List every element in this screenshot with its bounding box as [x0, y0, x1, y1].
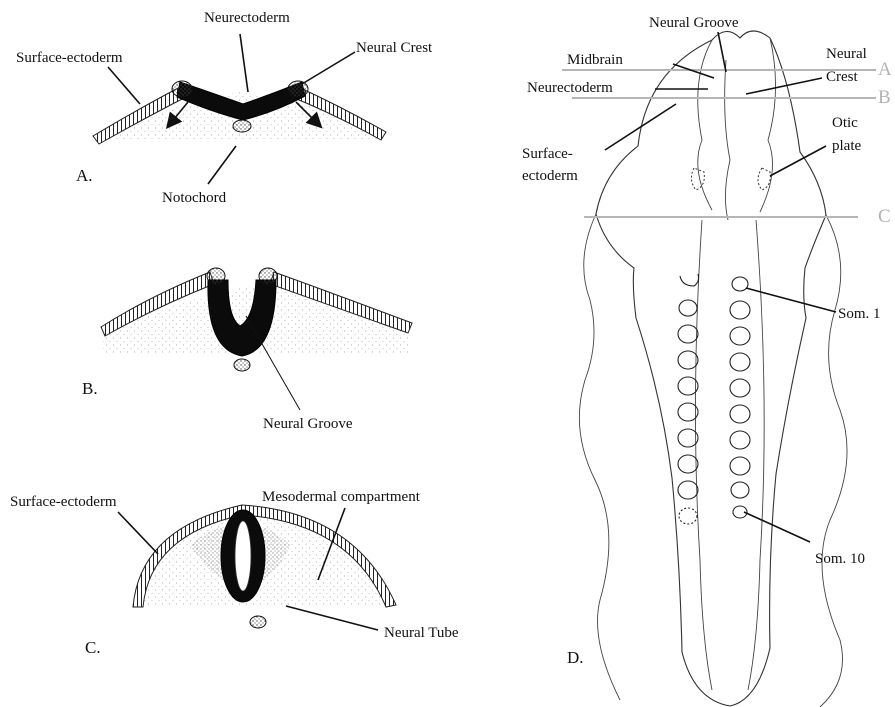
panel-d-leader-otic-plate: [770, 146, 826, 176]
panel-c: Surface-ectoderm Mesodermal compartment …: [10, 489, 459, 657]
panel-d-label-neural-crest-line2: Crest: [826, 69, 858, 85]
somite-right-5: [730, 379, 750, 397]
somite-left-8: [678, 455, 698, 473]
panel-d-neural-groove-line: [725, 60, 730, 220]
somite-left-6: [678, 403, 698, 421]
panel-a-label-surface-ectoderm: Surface-ectoderm: [16, 50, 123, 66]
panel-b-neural-crest-right: [259, 268, 277, 284]
somite-left-1: [680, 274, 699, 286]
somite-left-5: [678, 377, 698, 395]
somite-right-4: [730, 353, 750, 371]
somite-left-7: [678, 429, 698, 447]
panel-c-label-surface-ectoderm: Surface-ectoderm: [10, 494, 117, 510]
somite-right-6: [730, 405, 750, 423]
somite-left-2: [679, 300, 697, 316]
panel-d-leader-neural-groove: [718, 32, 726, 72]
panel-d-letter: D.: [567, 648, 584, 667]
panel-d-membrane-left: [579, 214, 620, 700]
panel-d-section-marker-a: A: [878, 59, 892, 80]
somite-left-4: [678, 351, 698, 369]
panel-d-section-marker-b: B: [878, 87, 891, 108]
panel-a-label-notochord: Notochord: [162, 190, 227, 206]
panel-a-label-neural-crest: Neural Crest: [356, 40, 433, 56]
somite-right-2: [730, 301, 750, 319]
panel-d-otic-plate-left: [691, 168, 704, 190]
panel-d-leader-somite-10: [744, 512, 810, 542]
panel-d-leader-neural-crest: [746, 78, 822, 94]
panel-c-label-neural-tube: Neural Tube: [384, 625, 459, 641]
panel-c-notochord: [250, 616, 266, 628]
panel-a-leader-notochord: [208, 146, 236, 184]
panel-d: A B C Neural Groove Midbrain Neural Cres…: [522, 15, 892, 707]
somite-left-10: [679, 508, 697, 524]
panel-b-label-neural-groove: Neural Groove: [263, 416, 353, 432]
panel-b-letter: B.: [82, 379, 98, 398]
panel-d-embryo-outline: [596, 31, 826, 706]
panel-d-leader-somite-1: [746, 288, 836, 312]
panel-d-label-surface-ectoderm-line1: Surface-: [522, 146, 573, 162]
panel-d-label-surface-ectoderm-line2: ectoderm: [522, 168, 578, 184]
somite-right-9: [731, 482, 749, 498]
somite-left-9: [678, 481, 698, 499]
panel-d-label-otic-plate-line2: plate: [832, 138, 861, 154]
panel-a-leader-neural-crest: [302, 52, 355, 84]
panel-d-somites-right: [730, 277, 750, 518]
panel-d-label-otic-plate-line1: Otic: [832, 115, 858, 131]
panel-c-letter: C.: [85, 638, 101, 657]
panel-d-label-somite-10: Som. 10: [815, 551, 865, 567]
panel-d-neural-fold-left: [695, 220, 712, 690]
somite-right-7: [730, 431, 750, 449]
panel-d-label-neurectoderm: Neurectoderm: [527, 80, 613, 96]
panel-a: Neurectoderm Surface-ectoderm Neural Cre…: [16, 10, 433, 206]
panel-a-letter: A.: [76, 166, 93, 185]
panel-d-label-somite-1: Som. 1: [838, 306, 881, 322]
panel-b: Neural Groove B.: [82, 268, 412, 432]
panel-a-neural-crest-left: [172, 81, 192, 97]
panel-d-otic-plate-right: [758, 168, 770, 190]
somite-right-1: [732, 277, 748, 291]
panel-d-head-fold-right: [760, 38, 776, 212]
panel-a-leader-surface-ectoderm: [108, 67, 140, 104]
panel-c-neural-tube-lumen: [235, 521, 251, 591]
panel-b-notochord: [234, 359, 250, 371]
panel-d-leader-surface-ectoderm: [605, 104, 676, 150]
panel-a-leader-neurectoderm: [240, 34, 248, 92]
panel-d-head-fold-left: [698, 40, 712, 210]
panel-c-label-mesodermal-compartment: Mesodermal compartment: [262, 489, 421, 505]
panel-b-neural-crest-left: [207, 268, 225, 284]
panel-a-neural-crest-right: [288, 81, 308, 97]
somite-right-8: [730, 457, 750, 475]
panel-d-label-midbrain: Midbrain: [567, 52, 623, 68]
panel-d-section-marker-c: C: [878, 206, 891, 227]
panel-c-leader-neural-tube: [286, 606, 378, 630]
panel-a-notochord: [233, 120, 251, 132]
panel-d-label-neural-groove: Neural Groove: [649, 15, 739, 31]
somite-right-3: [730, 327, 750, 345]
panel-d-label-neural-crest-line1: Neural: [826, 46, 867, 62]
panel-a-label-neurectoderm: Neurectoderm: [204, 10, 290, 26]
panel-d-membrane-right: [820, 215, 847, 707]
panel-c-leader-surface-ectoderm: [118, 512, 158, 554]
somite-left-3: [678, 325, 698, 343]
